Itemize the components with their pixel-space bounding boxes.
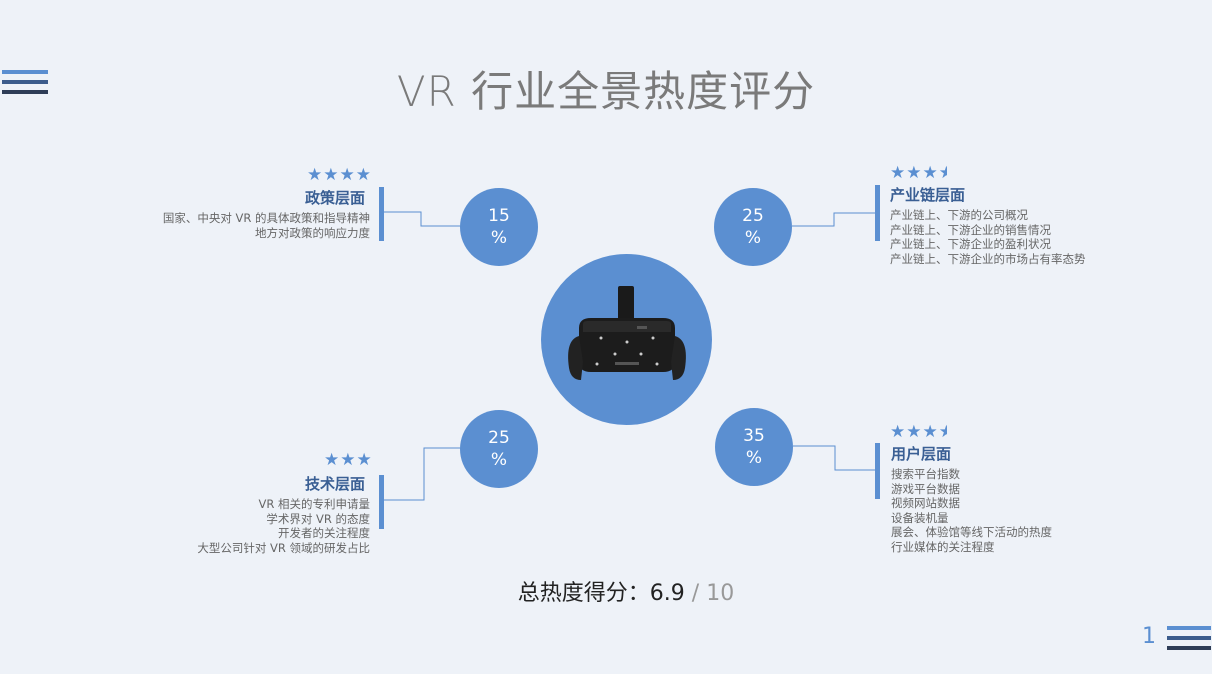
- list-item: 学术界对 VR 的态度: [266, 511, 370, 526]
- half-star-icon: ★: [939, 163, 947, 183]
- percent-value: 35: [743, 426, 765, 446]
- percent-sign: %: [745, 448, 763, 468]
- accent-bar: [379, 187, 384, 241]
- half-star-icon: ★: [939, 422, 947, 442]
- percent-circle-tech: 25 %: [460, 410, 538, 488]
- list-item: 搜索平台指数: [891, 467, 960, 481]
- section-lines-policy: 国家、中央对 VR 的具体政策和指导精神 地方对政策的响应力度: [163, 211, 370, 240]
- menu-bar: [1167, 626, 1211, 630]
- section-lines-user: 搜索平台指数 游戏平台数据 视频网站数据 设备装机量 展会、体验馆等线下活动的热…: [891, 467, 1052, 555]
- list-item: 行业媒体的关注程度: [891, 539, 995, 554]
- menu-bar: [1167, 636, 1211, 640]
- accent-bar: [379, 475, 384, 529]
- menu-bar: [1167, 646, 1211, 650]
- page-number: 1: [1142, 624, 1156, 649]
- star-icon: ★★★: [890, 163, 939, 183]
- list-item: 大型公司针对 VR 领域的研发占比: [197, 540, 370, 555]
- percent-value: 25: [742, 206, 764, 226]
- section-title-tech: 技术层面: [305, 475, 366, 493]
- rating-stars: ★★★★: [890, 163, 947, 183]
- section-lines-industry: 产业链上、下游的公司概况 产业链上、下游企业的销售情况 产业链上、下游企业的盈利…: [890, 208, 1086, 266]
- percent-circle-user: 35 %: [715, 408, 793, 486]
- menu-bar: [2, 90, 48, 94]
- total-max: 10: [706, 581, 735, 606]
- rating-stars: ★★★: [324, 450, 373, 470]
- rating-stars: ★★★★: [890, 422, 947, 442]
- list-item: 地方对政策的响应力度: [255, 225, 370, 240]
- percent-sign: %: [490, 450, 508, 470]
- star-icon: ★★★: [324, 450, 373, 470]
- section-title-user: 用户层面: [891, 445, 952, 463]
- section-title-policy: 政策层面: [305, 189, 366, 207]
- menu-bar: [2, 70, 48, 74]
- list-item: 视频网站数据: [891, 496, 960, 511]
- percent-circle-policy: 15 %: [460, 188, 538, 266]
- accent-bar: [875, 185, 880, 241]
- percent-value: 15: [488, 206, 510, 226]
- list-item: 开发者的关注程度: [278, 526, 370, 541]
- accent-bar: [875, 443, 880, 499]
- rating-stars: ★★★★: [307, 165, 372, 185]
- hamburger-menu-icon[interactable]: [2, 70, 48, 100]
- menu-bar: [2, 80, 48, 84]
- percent-circle-industry: 25 %: [714, 188, 792, 266]
- vr-headset-illustration: [567, 285, 686, 380]
- total-sep: /: [684, 581, 707, 606]
- section-lines-tech: VR 相关的专利申请量 学术界对 VR 的态度 开发者的关注程度 大型公司针对 …: [197, 497, 370, 555]
- percent-sign: %: [744, 228, 762, 248]
- percent-value: 25: [488, 428, 510, 448]
- page-title: VR 行业全景热度评分: [396, 67, 816, 116]
- star-icon: ★★★: [890, 422, 939, 442]
- hamburger-menu-icon[interactable]: [1167, 626, 1211, 656]
- percent-sign: %: [490, 228, 508, 248]
- section-title-industry: 产业链层面: [890, 186, 966, 204]
- list-item: 游戏平台数据: [891, 481, 960, 496]
- vr-headset-icon: [541, 254, 712, 425]
- list-item: 产业链上、下游的公司概况: [890, 208, 1028, 222]
- list-item: 设备装机量: [891, 510, 949, 525]
- total-score: 总热度得分：6.9 / 10: [0, 575, 1212, 607]
- star-icon: ★★★★: [307, 165, 372, 185]
- total-label: 总热度得分：: [517, 581, 650, 606]
- list-item: 产业链上、下游企业的盈利状况: [890, 237, 1051, 252]
- list-item: VR 相关的专利申请量: [258, 497, 370, 511]
- list-item: 产业链上、下游企业的市场占有率态势: [890, 251, 1086, 266]
- list-item: 产业链上、下游企业的销售情况: [890, 222, 1051, 237]
- total-value: 6.9: [649, 581, 685, 606]
- list-item: 展会、体验馆等线下活动的热度: [891, 525, 1052, 540]
- list-item: 国家、中央对 VR 的具体政策和指导精神: [162, 211, 370, 225]
